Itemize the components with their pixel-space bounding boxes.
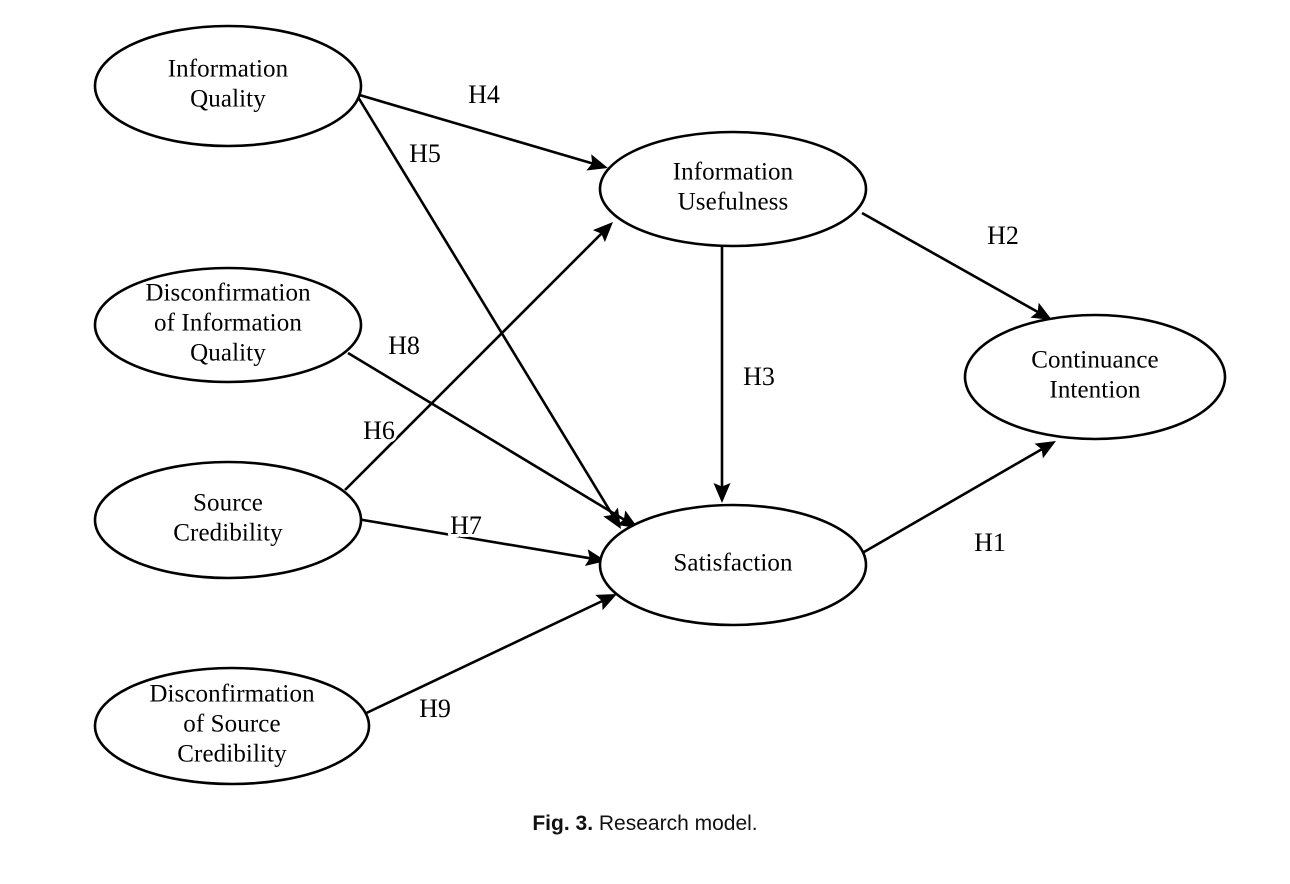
edge-line-h8 (347, 351, 625, 521)
edge-line-h5 (356, 96, 614, 517)
node-ellipse-disconfirmation-information-quality (93, 266, 363, 384)
edge-label-h7: H7 (450, 511, 482, 540)
edge-label-h2: H2 (987, 221, 1019, 250)
edge-label-h6: H6 (363, 416, 395, 445)
arrow-head-h8 (616, 510, 638, 528)
figure-caption: Fig. 3. Research model. (0, 812, 1290, 836)
node-label-satisfaction: Satisfaction (673, 550, 793, 577)
edge-label-h5: H5 (409, 139, 441, 168)
node-label-disconfirmation-information-quality: Disconfirmation (145, 280, 311, 307)
arrow-head-h3 (713, 483, 731, 503)
edge-label-h8: H8 (388, 331, 420, 360)
arrow-head-h9 (595, 594, 617, 611)
edge-h4 (355, 92, 608, 171)
node-label-information-quality: Quality (190, 86, 266, 113)
edge-h2 (861, 211, 1052, 320)
node-label-information-usefulness: Information (673, 159, 794, 186)
node-ellipse-source-credibility (93, 460, 363, 580)
edge-line-h1 (863, 447, 1043, 554)
edge-line-h2 (861, 211, 1039, 314)
node-ellipse-disconfirmation-source-credibility (93, 666, 371, 786)
arrow-head-h2 (1030, 302, 1052, 320)
edges-layer (344, 92, 1056, 719)
edge-line-h9 (357, 599, 604, 719)
edge-h3 (713, 246, 731, 503)
node-ellipse-information-quality (93, 24, 363, 148)
edge-label-h4: H4 (468, 80, 500, 109)
node-label-information-quality: Information (168, 56, 289, 83)
node-label-disconfirmation-information-quality: Quality (190, 340, 266, 367)
node-label-disconfirmation-source-credibility: Credibility (177, 741, 287, 768)
edge-h1 (863, 441, 1056, 554)
edge-h6 (344, 222, 613, 491)
arrow-head-h6 (592, 222, 613, 243)
node-label-disconfirmation-source-credibility: Disconfirmation (149, 681, 315, 708)
node-label-continuance-intention: Intention (1049, 377, 1141, 404)
edge-line-h7 (356, 517, 591, 560)
node-ellipse-satisfaction (598, 503, 868, 627)
node-label-disconfirmation-information-quality: of Information (154, 310, 302, 337)
node-ellipse-information-usefulness (598, 130, 868, 248)
edge-h9 (357, 594, 617, 719)
arrow-head-h5 (603, 507, 621, 529)
edge-label-h9: H9 (419, 694, 451, 723)
edge-label-h3: H3 (743, 362, 775, 391)
node-label-source-credibility: Source (193, 490, 263, 517)
figure-caption-label: Fig. 3. (532, 812, 594, 835)
node-label-continuance-intention: Continuance (1031, 347, 1158, 374)
edge-line-h6 (344, 232, 603, 491)
edge-label-h1: H1 (974, 528, 1006, 557)
edge-h8 (347, 351, 638, 528)
edge-line-h4 (355, 92, 594, 165)
edge-h5 (356, 96, 621, 529)
figure-caption-text: Research model. (598, 812, 758, 835)
node-satisfaction[interactable]: Satisfaction (598, 503, 868, 627)
node-label-source-credibility: Credibility (173, 520, 283, 547)
arrow-head-h4 (586, 154, 608, 171)
node-label-information-usefulness: Usefulness (678, 189, 789, 216)
node-label-disconfirmation-source-credibility: of Source (183, 711, 280, 738)
node-ellipse-continuance-intention (963, 313, 1227, 441)
arrow-head-h1 (1034, 441, 1056, 459)
